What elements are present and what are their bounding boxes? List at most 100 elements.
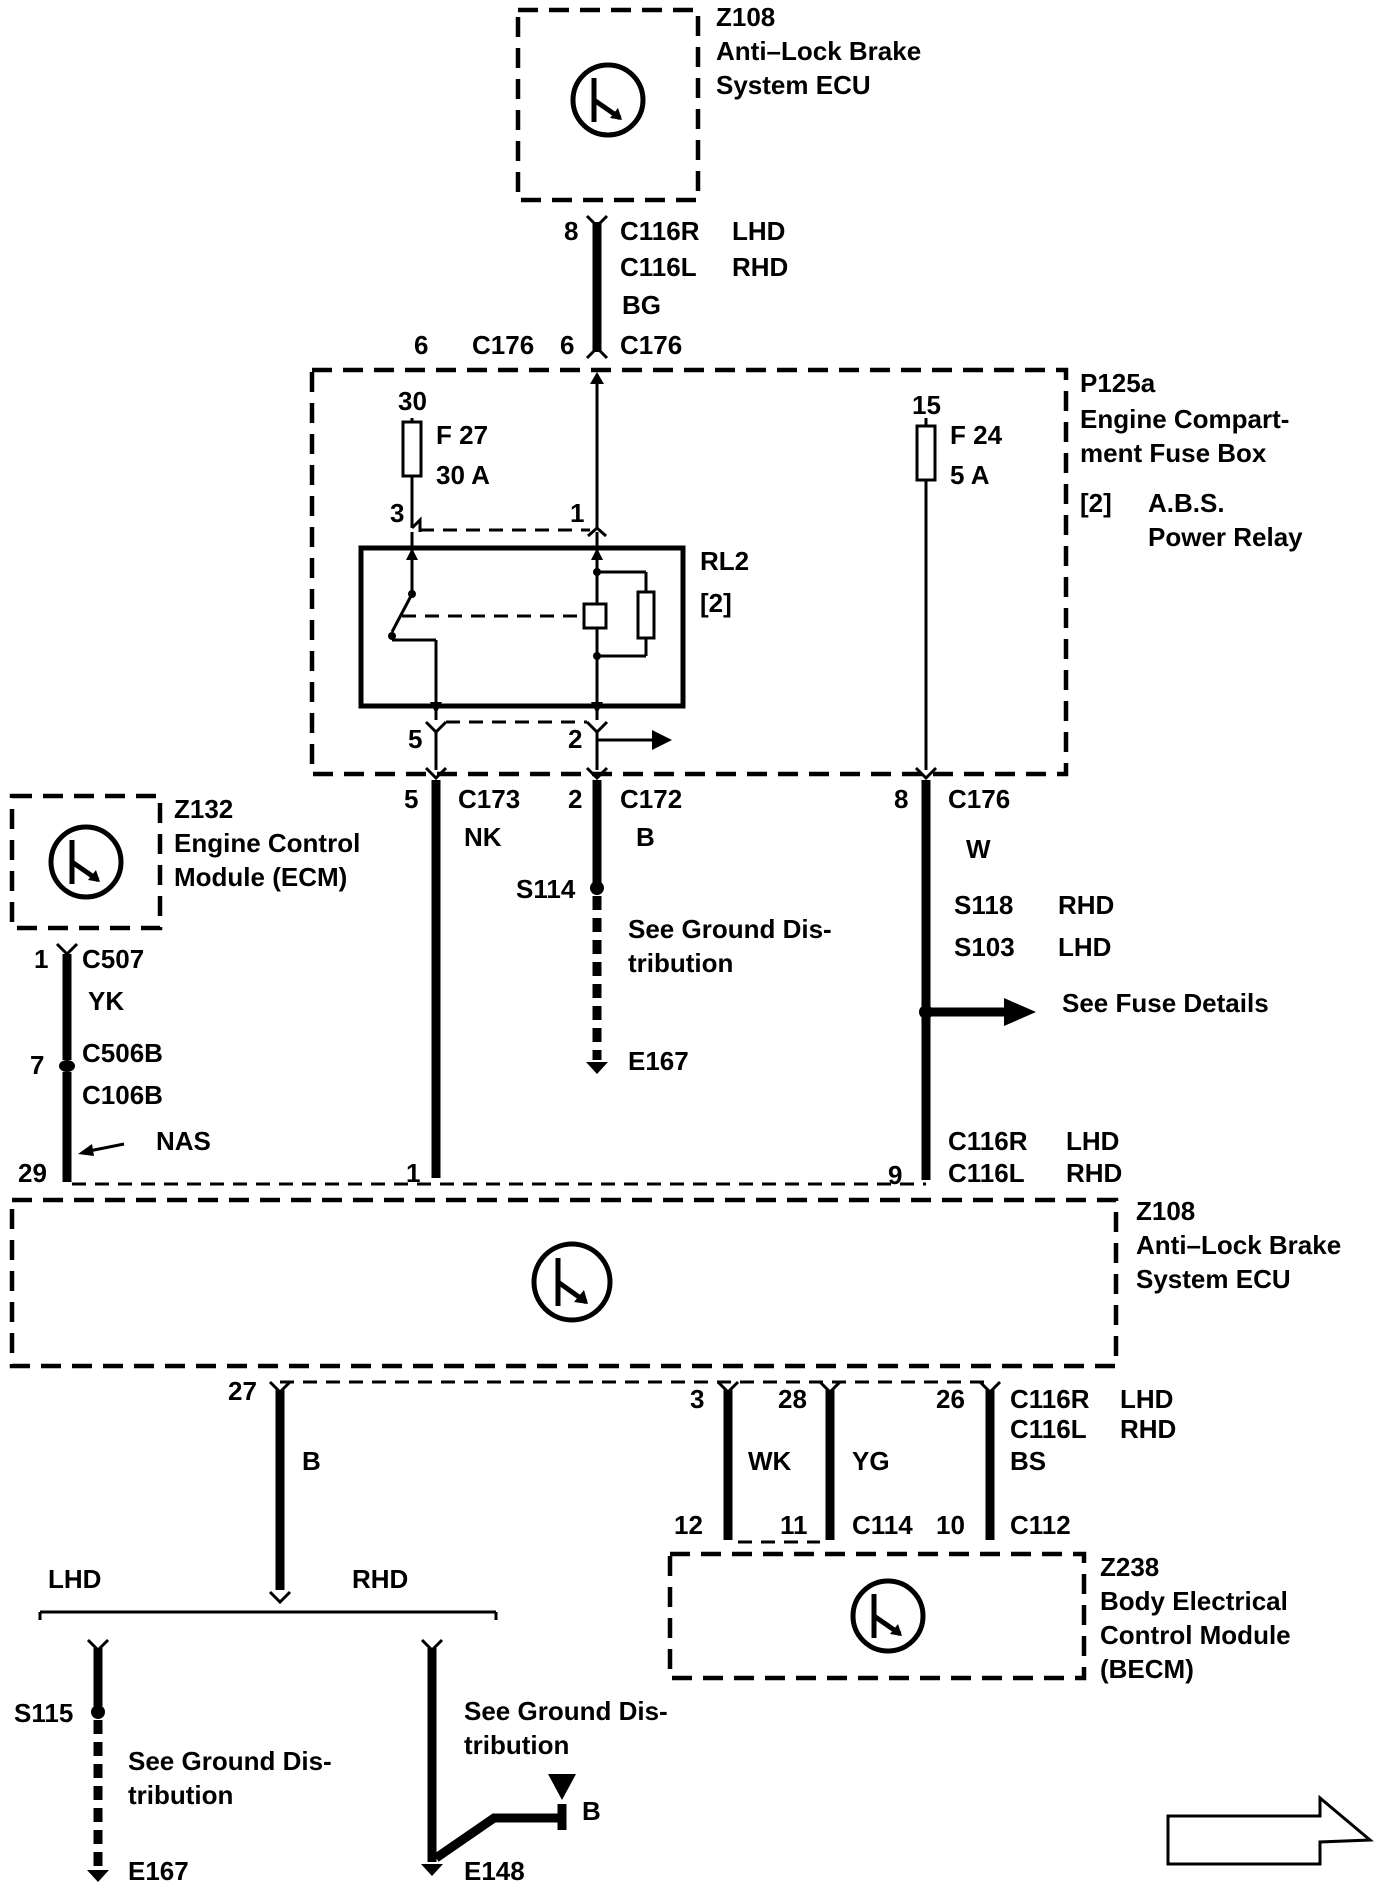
becm-name-3: (BECM) <box>1100 1654 1194 1684</box>
relay-box <box>358 545 686 709</box>
relay-desc-1: A.B.S. <box>1148 488 1225 518</box>
fuse-box-name-1: Engine Compart- <box>1080 404 1289 434</box>
s118-tag: RHD <box>1058 890 1114 920</box>
yg-conn-c114: C114 <box>852 1510 913 1540</box>
wire-nk: 5 C173 NK <box>404 766 520 1178</box>
yg-pin-top: 28 <box>778 1384 807 1414</box>
becm-module: Z238 Body Electrical Control Module (BEC… <box>667 1551 1291 1684</box>
wire-b-ground: 2 C172 B S114 See Ground Dis- tribution … <box>516 766 832 1076</box>
conn-c176-left: C176 <box>472 330 534 360</box>
abs-ecu-main-module: Z108 Anti–Lock Brake System ECU <box>9 1196 1341 1369</box>
conn-c116l-top: C116L <box>620 252 697 282</box>
wire-color-bs: BS <box>1010 1446 1046 1476</box>
relay-pin-5: 5 <box>408 724 422 754</box>
yk-pin-29: 29 <box>18 1158 47 1188</box>
bs-conn-c116l: C116L <box>1010 1414 1087 1444</box>
abs-ecu-top-box <box>515 7 701 203</box>
fuse-box-ref: [2] <box>1080 488 1112 518</box>
transistor-icon <box>850 1578 926 1654</box>
wire-yk: 1 C507 YK 7 C506B C106B NAS 29 <box>18 942 211 1188</box>
abs-top-name-1: Anti–Lock Brake <box>716 36 921 66</box>
see-fuse-details[interactable]: See Fuse Details <box>1062 988 1269 1018</box>
fuse-box-name-2: ment Fuse Box <box>1080 438 1267 468</box>
yg-pin-bottom: 11 <box>780 1510 808 1540</box>
abs-pin-1: 1 <box>406 1158 420 1188</box>
ecm-name-2: Module (ECM) <box>174 862 347 892</box>
wire-yg: 28 YG 11 C114 <box>778 1380 913 1540</box>
wire-b-bottom: 27 B <box>228 1376 321 1605</box>
becm-id: Z238 <box>1100 1552 1159 1582</box>
fuse-box-id: P125a <box>1080 368 1156 398</box>
wire-color-w: W <box>966 834 991 864</box>
yk-pin-1: 1 <box>34 944 48 974</box>
nk-pin: 5 <box>404 784 418 814</box>
wire-bg: 8 C116R LHD C116L RHD BG <box>564 214 788 360</box>
wire-w: 8 C176 W S118 RHD S103 LHD See Fuse Deta… <box>888 766 1269 1190</box>
b-conn: C172 <box>620 784 682 814</box>
relay-rl2: RL2 [2] <box>358 532 749 720</box>
wire-color-b: B <box>636 822 655 852</box>
wire-color-yk: YK <box>88 986 124 1016</box>
w-conn-a-tag: LHD <box>1066 1126 1119 1156</box>
abs-top-id: Z108 <box>716 2 775 32</box>
wk-pin-bottom: 12 <box>674 1510 703 1540</box>
bs-conn-c112: C112 <box>1010 1510 1071 1540</box>
fuse-box-outline <box>309 367 1069 777</box>
conn-c116r-top: C116R <box>620 216 700 246</box>
relay-pin-3: 3 <box>390 498 404 528</box>
abs-ecu-top-module: Z108 Anti–Lock Brake System ECU <box>515 2 921 203</box>
becm-box <box>667 1551 1087 1681</box>
bs-pin-bottom: 10 <box>936 1510 965 1540</box>
wire-color-b-bottom: B <box>302 1446 321 1476</box>
fuse-f27: 30 F 27 30 A <box>398 386 490 528</box>
becm-name-1: Body Electrical <box>1100 1586 1288 1616</box>
f27-rating: 30 A <box>436 460 490 490</box>
wire-bs: 26 C116R LHD C116L RHD BS 10 C112 <box>936 1380 1176 1540</box>
abs-ecu-main-box <box>9 1197 1119 1369</box>
pin-8-top: 8 <box>564 216 578 246</box>
yk-pin-7: 7 <box>30 1050 44 1080</box>
yk-conn-c507: C507 <box>82 944 144 974</box>
ecm-box <box>9 793 163 931</box>
relay-name: RL2 <box>700 546 749 576</box>
nas-label: NAS <box>156 1126 211 1156</box>
becm-name-2: Control Module <box>1100 1620 1291 1650</box>
yk-conn-c506b: C506B <box>82 1038 163 1068</box>
abs-main-name-2: System ECU <box>1136 1264 1291 1294</box>
w-conn-b-tag: RHD <box>1066 1158 1122 1188</box>
pin-6-right: 6 <box>560 330 574 360</box>
s103-tag: LHD <box>1058 932 1111 962</box>
ecm-module: Z132 Engine Control Module (ECM) <box>9 793 360 931</box>
wire-color-nk: NK <box>464 822 502 852</box>
pin-6-left: 6 <box>414 330 428 360</box>
next-page-arrow-icon[interactable] <box>1166 1794 1374 1866</box>
abs-main-name-1: Anti–Lock Brake <box>1136 1230 1341 1260</box>
ground-e167-mid: E167 <box>628 1046 689 1076</box>
wire-color-bg: BG <box>622 290 661 320</box>
splice-s103: S103 <box>954 932 1015 962</box>
w-pin-bottom: 9 <box>888 1160 902 1190</box>
relay-ref: [2] <box>700 588 732 618</box>
b-pin: 2 <box>568 784 582 814</box>
wire-wk: 3 WK 12 <box>674 1380 792 1540</box>
right-note-2: tribution <box>464 1730 569 1760</box>
relay-pin-1: 1 <box>570 498 584 528</box>
f24-terminal: 15 <box>912 390 941 420</box>
ground-lhd-label: LHD <box>48 1564 101 1594</box>
fuse-f24: 15 F 24 5 A <box>912 390 1003 770</box>
bs-conn-c116r-tag: LHD <box>1120 1384 1173 1414</box>
wire-color-wk: WK <box>748 1446 792 1476</box>
right-note-1: See Ground Dis- <box>464 1696 668 1726</box>
tag-lhd-top: LHD <box>732 216 785 246</box>
abs-top-name-2: System ECU <box>716 70 871 100</box>
relay-desc-2: Power Relay <box>1148 522 1303 552</box>
splice-s118: S118 <box>954 890 1013 920</box>
b-note-2: tribution <box>628 948 733 978</box>
abs-main-id: Z108 <box>1136 1196 1195 1226</box>
left-note-1: See Ground Dis- <box>128 1746 332 1776</box>
conn-c176-right: C176 <box>620 330 682 360</box>
splice-s114: S114 <box>516 874 576 904</box>
splice-s115: S115 <box>14 1698 73 1728</box>
ground-tree: LHD RHD S115 See Ground Dis- tribution E… <box>14 1564 668 1884</box>
